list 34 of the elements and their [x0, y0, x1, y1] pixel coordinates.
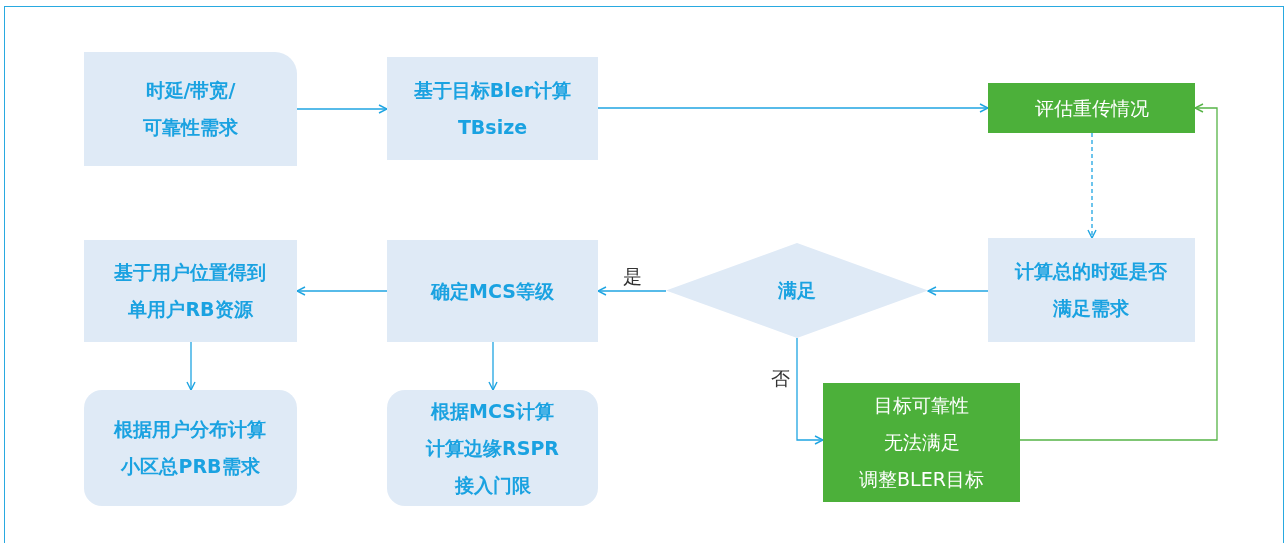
- arrow: [597, 286, 667, 296]
- decision-diamond: [666, 243, 928, 338]
- process-box: [387, 57, 598, 160]
- arrow: [296, 104, 388, 114]
- arrow: [1019, 103, 1218, 441]
- arrow: [927, 286, 989, 296]
- process-box: [84, 240, 297, 342]
- arrow: [1087, 132, 1097, 239]
- node-label: 计算总的时延是否满足需求: [1013, 259, 1169, 321]
- node-label: 评估重传情况: [1034, 95, 1149, 121]
- process-box: [988, 238, 1195, 342]
- node-label: 基于目标Bler计算TBsize: [412, 77, 573, 140]
- node-label: 满足: [778, 278, 816, 303]
- arrow: [597, 103, 989, 113]
- process-box: [387, 240, 598, 342]
- node-label: 调整BLER目标: [859, 467, 984, 492]
- node-label: 接入门限: [454, 472, 531, 498]
- arrow: [186, 341, 196, 391]
- node-label: 基于用户位置得到单用户RB资源: [113, 260, 268, 322]
- node-label: 目标可靠性: [874, 393, 969, 418]
- process-box: [84, 390, 297, 506]
- node-label: 确定MCS等级: [431, 278, 554, 304]
- process-box: [84, 52, 297, 166]
- node-label: 时延/带宽/可靠性需求: [142, 78, 239, 140]
- node-label: 根据用户分布计算小区总PRB需求: [112, 417, 268, 479]
- arrow: [796, 337, 824, 445]
- arrow: [296, 286, 388, 296]
- process-box: [387, 390, 598, 506]
- node-label: 根据MCS计算: [431, 398, 554, 424]
- result-box: [988, 83, 1195, 133]
- node-label: 计算边缘RSPR: [426, 435, 559, 461]
- arrow: [488, 341, 498, 391]
- result-box: [823, 383, 1020, 502]
- node-label: 无法满足: [883, 430, 960, 455]
